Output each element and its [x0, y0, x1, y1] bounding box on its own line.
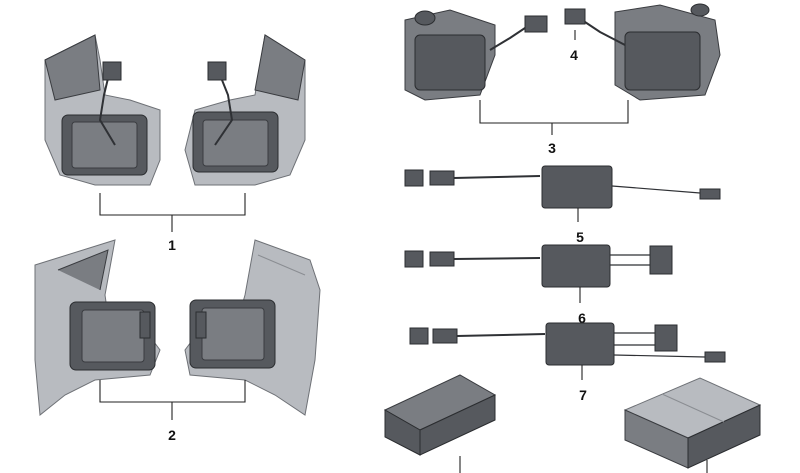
right-cable-1: [214, 69, 234, 146]
control-unit: [383, 374, 497, 473]
part-number-1: 1: [168, 237, 176, 253]
wiring-harness-6: 6: [404, 244, 673, 326]
harness-plug-far-right-7: [704, 351, 726, 363]
harness-plug-left-7: [409, 327, 429, 345]
right-paddle-lettering-2: [257, 254, 306, 276]
right-module-face-1: [202, 119, 269, 167]
left-paddle-tip-1: [44, 34, 101, 101]
box-front: [687, 404, 761, 469]
harness-plug-left-5: [404, 169, 424, 187]
harness-module-6: [541, 244, 611, 288]
left-housing-plug-3: [524, 15, 548, 33]
control-unit-front: [419, 394, 496, 456]
harness-plug-left-6: [404, 250, 424, 268]
harness-cable-left-6: [453, 257, 541, 260]
left-connector-1: [102, 61, 122, 81]
wiring-harness-5: 5: [404, 165, 721, 245]
left-housing-inner-3: [414, 34, 486, 91]
right-housing-inner-3: [624, 31, 701, 91]
shift-paddle-pair-2: 2: [34, 239, 321, 443]
harness-plug-left2-5: [429, 170, 455, 186]
shift-paddle-pair-1: 1: [44, 34, 306, 253]
left-cable-1: [98, 69, 116, 146]
part-number-2: 2: [168, 427, 176, 443]
left-module-face-2: [81, 309, 145, 363]
harness-plug-left2-7: [432, 328, 458, 344]
harness-module-7: [545, 322, 615, 366]
right-paddle-tip-1: [254, 34, 306, 101]
right-connector-2: [195, 311, 207, 339]
harness-plug-right-5: [699, 188, 721, 200]
packaging-box: [623, 377, 762, 473]
harness-plug-left2-6: [429, 251, 455, 267]
left-housing-cable-3: [489, 27, 526, 51]
part-number-7: 7: [579, 387, 587, 403]
right-connector-1: [207, 61, 227, 81]
harness-plug-right-7: [654, 324, 678, 352]
harness-module-5: [541, 165, 613, 209]
harness-cable-left-7: [456, 333, 546, 337]
left-housing-knob-3: [414, 10, 436, 26]
switch-housing-pair-3: 4 3: [404, 3, 721, 156]
left-module-face-1: [71, 121, 138, 169]
right-housing-cable-4: [584, 21, 626, 46]
leader-bracket-3: [479, 100, 629, 124]
right-housing-knob-3: [690, 3, 710, 17]
right-module-face-2: [201, 307, 265, 361]
connector-plug-4: [564, 8, 586, 25]
part-number-3: 3: [548, 140, 556, 156]
left-paddle-lettering-2: [57, 249, 109, 291]
harness-cable-right-5: [611, 185, 701, 194]
part-number-6: 6: [578, 310, 586, 326]
part-number-5: 5: [576, 229, 584, 245]
part-number-4: 4: [570, 47, 578, 63]
wiring-harness-7: 7: [409, 322, 726, 403]
leader-bracket-1: [99, 193, 246, 216]
harness-cable-right-7c: [613, 354, 706, 358]
harness-cable-left-5: [453, 175, 541, 179]
box-tape: [661, 393, 725, 423]
leader-bracket-2: [99, 380, 246, 403]
left-connector-2: [139, 311, 151, 339]
harness-plug-right-6: [649, 245, 673, 275]
